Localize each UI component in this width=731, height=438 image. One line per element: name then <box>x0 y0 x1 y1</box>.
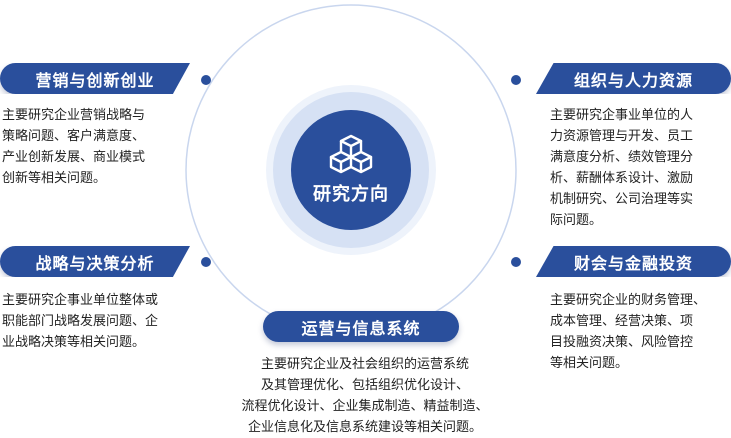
desc-line: 力资源管理与开发、员工 <box>550 129 694 144</box>
desc-line: 流程优化设计、企业集成制造、精益制造、 <box>241 399 489 414</box>
desc-line: 析、薪酬体系设计、激励 <box>550 171 694 186</box>
desc-line: 产业创新发展、商业模式 <box>2 150 146 165</box>
center-node: 研究方向 <box>291 110 411 230</box>
cubes-icon <box>329 134 373 174</box>
desc-organization: 主要研究企事业单位的人 力资源管理与开发、员工 满意度分析、绩效管理分 析、薪酬… <box>550 105 730 231</box>
desc-line: 目投融资决策、风险管控 <box>550 335 694 350</box>
desc-line: 创新等相关问题。 <box>2 171 107 186</box>
desc-line: 业战略决策等相关问题。 <box>2 335 146 350</box>
desc-line: 等相关问题。 <box>550 356 629 371</box>
label-organization: 组织与人力资源 <box>536 63 731 94</box>
label-marketing: 营销与创新创业 <box>0 63 190 94</box>
connector-dot-marketing <box>201 75 211 85</box>
desc-line: 职能部门战略发展问题、企 <box>2 314 159 329</box>
desc-line: 企业信息化及信息系统建设等相关问题。 <box>247 420 482 435</box>
desc-line: 主要研究企事业单位的人 <box>550 108 694 123</box>
desc-marketing: 主要研究企业营销战略与 策略问题、客户满意度、 产业创新发展、商业模式 创新等相… <box>2 105 192 189</box>
desc-operations: 主要研究企业及社会组织的运营系统 及其管理优化、包括组织优化设计、 流程优化设计… <box>200 354 530 438</box>
desc-line: 主要研究企事业单位整体或 <box>2 293 159 308</box>
desc-line: 主要研究企业的财务管理、 <box>550 293 707 308</box>
label-finance: 财会与金融投资 <box>536 246 731 277</box>
connector-dot-organization <box>511 75 521 85</box>
desc-line: 主要研究企业营销战略与 <box>2 108 146 123</box>
desc-line: 满意度分析、绩效管理分 <box>550 150 694 165</box>
desc-strategy: 主要研究企事业单位整体或 职能部门战略发展问题、企 业战略决策等相关问题。 <box>2 290 202 353</box>
desc-line: 机制研究、公司治理等实 <box>550 192 694 207</box>
connector-dot-finance <box>511 257 521 267</box>
desc-line: 及其管理优化、包括组织优化设计、 <box>260 378 469 393</box>
desc-line: 成本管理、经营决策、项 <box>550 314 694 329</box>
center-title: 研究方向 <box>313 184 389 205</box>
desc-finance: 主要研究企业的财务管理、 成本管理、经营决策、项 目投融资决策、风险管控 等相关… <box>550 290 730 374</box>
label-operations: 运营与信息系统 <box>263 311 459 342</box>
desc-line: 主要研究企业及社会组织的运营系统 <box>260 357 469 372</box>
connector-dot-strategy <box>201 257 211 267</box>
desc-line: 策略问题、客户满意度、 <box>2 129 146 144</box>
desc-line: 际问题。 <box>550 213 603 228</box>
label-strategy: 战略与决策分析 <box>0 246 190 277</box>
